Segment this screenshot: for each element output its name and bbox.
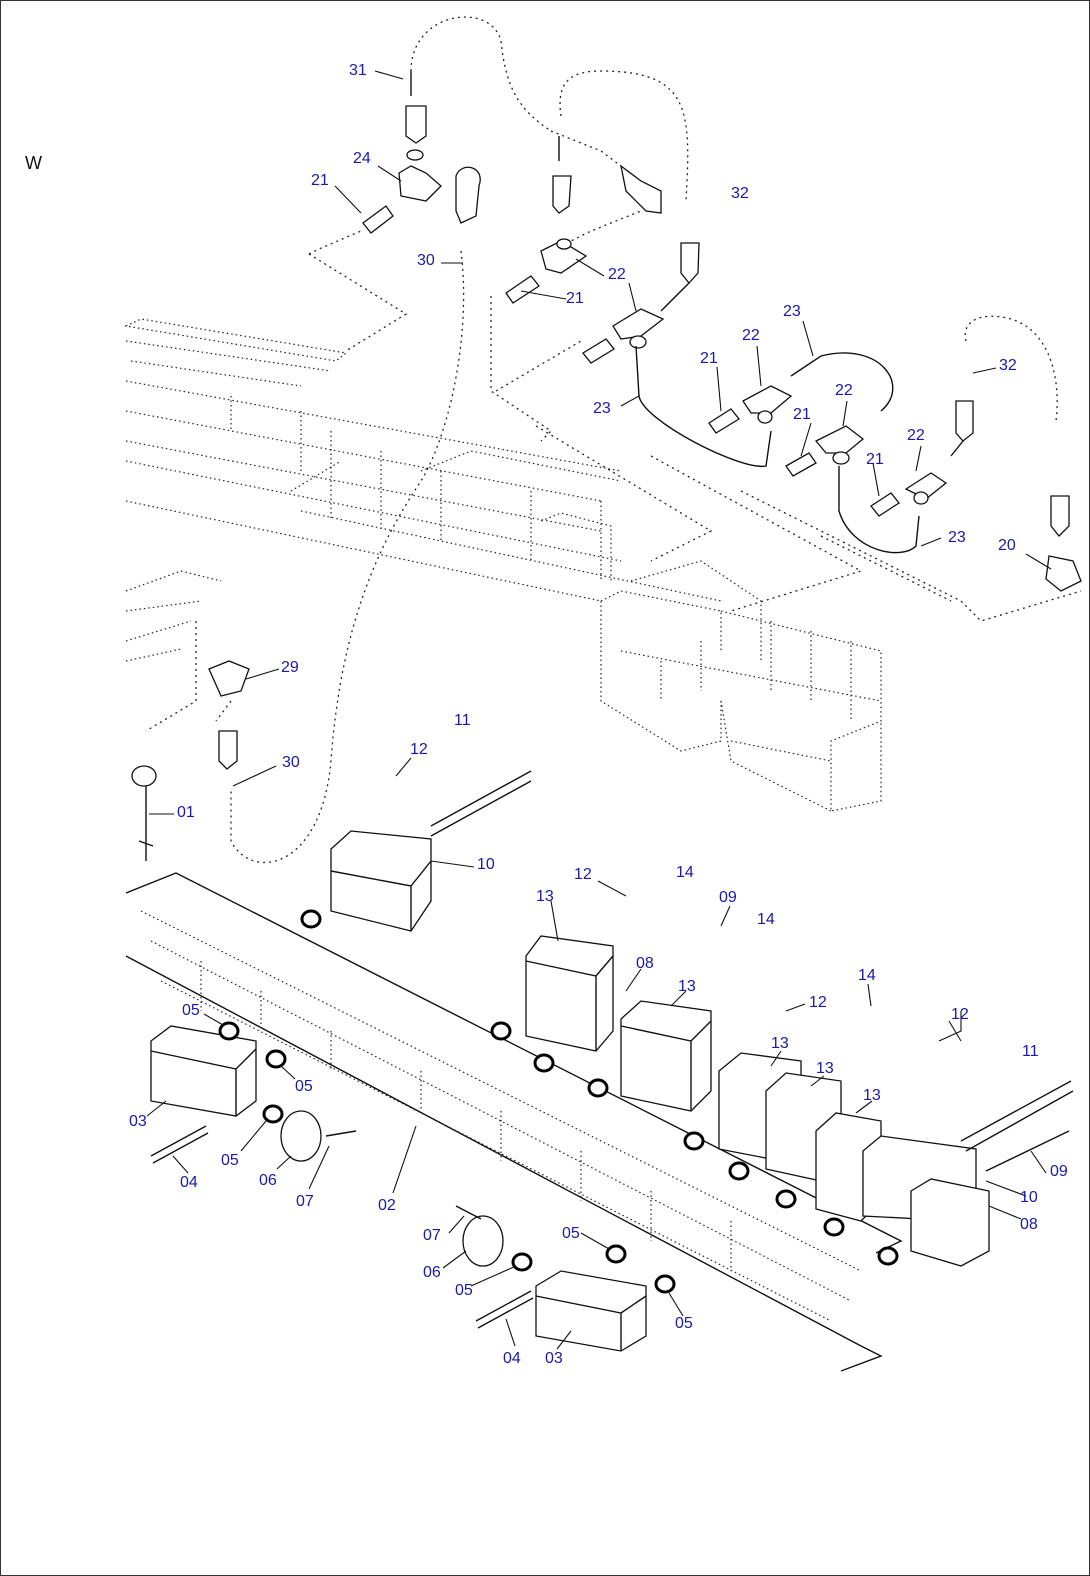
- callout-22: 22: [608, 266, 626, 283]
- callout-02: 02: [378, 1197, 396, 1214]
- callout-03: 03: [545, 1350, 563, 1367]
- callout-22: 22: [835, 382, 853, 399]
- callout-05: 05: [562, 1225, 580, 1242]
- callout-11: 11: [1022, 1043, 1039, 1060]
- callout-05: 05: [675, 1315, 693, 1332]
- callout-10: 10: [1020, 1189, 1038, 1206]
- callout-30: 30: [417, 252, 435, 269]
- callout-06: 06: [423, 1264, 441, 1281]
- callout-08: 08: [1020, 1216, 1038, 1233]
- upper-frame: [123, 318, 882, 812]
- callout-23: 23: [948, 529, 966, 546]
- callout-09: 09: [719, 889, 737, 906]
- callout-23: 23: [783, 303, 801, 320]
- callout-01: 01: [177, 804, 195, 821]
- callout-14: 14: [858, 967, 876, 984]
- callout-05: 05: [295, 1078, 313, 1095]
- callout-21: 21: [700, 350, 718, 367]
- callout-31: 31: [349, 62, 367, 79]
- leader-lines: [146, 70, 1052, 1350]
- callout-04: 04: [503, 1350, 521, 1367]
- callout-29: 29: [281, 659, 299, 676]
- callout-07: 07: [296, 1193, 314, 1210]
- callout-22: 22: [742, 327, 760, 344]
- callout-32: 32: [731, 185, 749, 202]
- callout-04: 04: [180, 1174, 198, 1191]
- callout-21: 21: [866, 451, 884, 468]
- callout-07: 07: [423, 1227, 441, 1244]
- upper-fittings: [131, 71, 1082, 861]
- callout-03: 03: [129, 1113, 147, 1130]
- callout-13: 13: [536, 888, 554, 905]
- callout-13: 13: [771, 1035, 789, 1052]
- callout-12: 12: [951, 1006, 969, 1023]
- callout-30: 30: [282, 754, 300, 771]
- hose-routing: [145, 16, 1082, 863]
- callout-23: 23: [593, 400, 611, 417]
- callout-14: 14: [676, 864, 694, 881]
- callout-09: 09: [1050, 1163, 1068, 1180]
- callout-05: 05: [455, 1282, 473, 1299]
- callout-05: 05: [182, 1002, 200, 1019]
- callout-21: 21: [311, 172, 329, 189]
- callout-11: 11: [454, 712, 471, 729]
- callout-24: 24: [353, 150, 371, 167]
- valve-stack: [125, 770, 1074, 1372]
- callout-21: 21: [793, 406, 811, 423]
- callout-14: 14: [757, 911, 775, 928]
- callout-32: 32: [999, 357, 1017, 374]
- callout-12: 12: [809, 994, 827, 1011]
- callout-06: 06: [259, 1172, 277, 1189]
- callout-13: 13: [863, 1087, 881, 1104]
- callout-20: 20: [998, 537, 1016, 554]
- callout-12: 12: [574, 866, 592, 883]
- callout-22: 22: [907, 427, 925, 444]
- callout-13: 13: [678, 978, 696, 995]
- callout-05: 05: [221, 1152, 239, 1169]
- callout-13: 13: [816, 1060, 834, 1077]
- view-label: W: [25, 153, 42, 173]
- callout-21: 21: [566, 290, 584, 307]
- callout-10: 10: [477, 856, 495, 873]
- callout-08: 08: [636, 955, 654, 972]
- callout-12: 12: [410, 741, 428, 758]
